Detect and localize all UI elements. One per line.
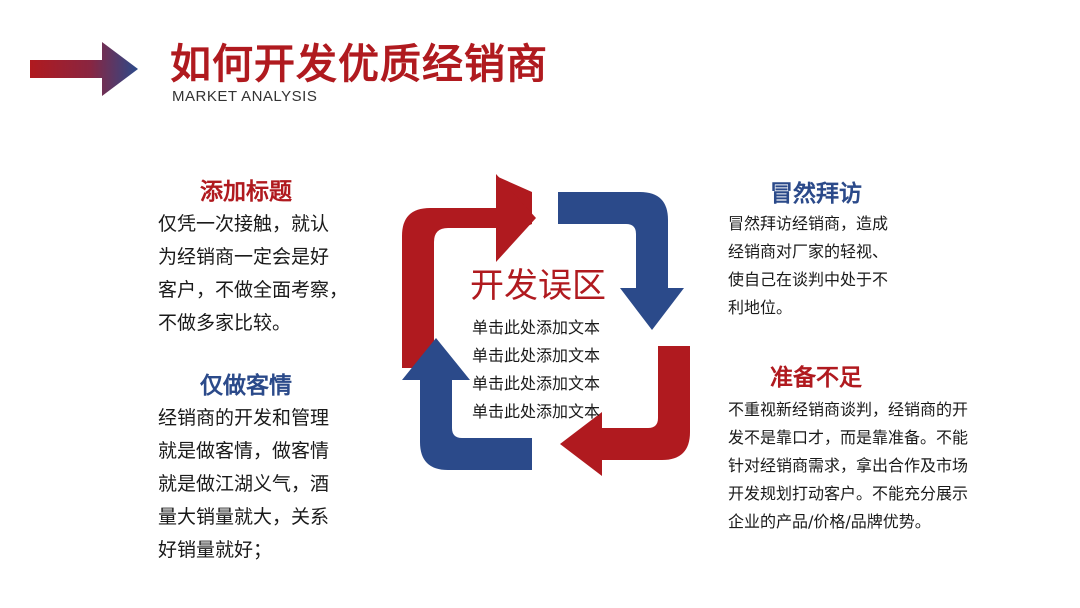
center-text: 单击此处添加文本 单击此处添加文本 单击此处添加文本 单击此处添加文本 bbox=[472, 314, 642, 426]
cycle-arrowhead-top bbox=[496, 174, 536, 262]
block-line: 经销商的开发和管理 bbox=[158, 407, 330, 429]
block-body-bottom-left: 经销商的开发和管理 就是做客情，做客情 就是做江湖义气，酒 量大销量就大，关系 … bbox=[158, 402, 329, 567]
block-line: 就是做江湖义气，酒 bbox=[158, 473, 330, 495]
block-line: 量大销量就大，关系 bbox=[158, 506, 330, 528]
page-subtitle: MARKET ANALYSIS bbox=[172, 88, 318, 105]
header-arrow-icon bbox=[30, 42, 138, 96]
page-title: 如何开发优质经销商 bbox=[170, 40, 548, 88]
block-line: 不做多家比较。 bbox=[158, 312, 292, 334]
block-title-bottom-right: 准备不足 bbox=[770, 365, 862, 391]
block-body-top-right: 冒然拜访经销商，造成 经销商对厂家的轻视、 使自己在谈判中处于不 利地位。 bbox=[728, 210, 888, 322]
block-line: 冒然拜访经销商，造成 bbox=[728, 214, 889, 233]
center-line: 单击此处添加文本 bbox=[472, 402, 601, 421]
block-line: 好销量就好； bbox=[158, 539, 273, 561]
block-title-bottom-left: 仅做客情 bbox=[200, 373, 292, 399]
center-line: 单击此处添加文本 bbox=[472, 374, 601, 393]
block-line: 开发规划打动客户。不能充分展示 bbox=[728, 484, 969, 503]
block-line: 不重视新经销商谈判，经销商的开 bbox=[728, 400, 969, 419]
cycle-arrow-top-right bbox=[558, 192, 684, 330]
block-body-top-left: 仅凭一次接触，就认 为经销商一定会是好 客户，不做全面考察， 不做多家比较。 bbox=[158, 208, 348, 340]
block-line: 仅凭一次接触，就认 bbox=[158, 213, 330, 235]
block-line: 客户，不做全面考察， bbox=[158, 279, 349, 301]
block-line: 就是做客情，做客情 bbox=[158, 440, 330, 462]
block-body-bottom-right: 不重视新经销商谈判，经销商的开 发不是靠口才，而是靠准备。不能 针对经销商需求，… bbox=[728, 396, 968, 536]
block-title-top-left: 添加标题 bbox=[200, 179, 292, 205]
cycle-arrow-bottom-left bbox=[402, 338, 532, 470]
block-line: 经销商对厂家的轻视、 bbox=[728, 242, 889, 261]
cycle-diagram bbox=[402, 174, 690, 476]
center-title: 开发误区 bbox=[470, 266, 606, 306]
block-line: 为经销商一定会是好 bbox=[158, 246, 330, 268]
block-line: 利地位。 bbox=[728, 298, 793, 317]
block-line: 针对经销商需求，拿出合作及市场 bbox=[728, 456, 969, 475]
block-title-top-right: 冒然拜访 bbox=[770, 181, 862, 207]
center-line: 单击此处添加文本 bbox=[472, 346, 601, 365]
center-line: 单击此处添加文本 bbox=[472, 318, 601, 337]
block-line: 发不是靠口才，而是靠准备。不能 bbox=[728, 428, 969, 447]
block-line: 使自己在谈判中处于不 bbox=[728, 270, 889, 289]
block-line: 企业的产品/价格/品牌优势。 bbox=[728, 512, 931, 531]
cycle-arrow-bottom-right bbox=[560, 346, 690, 476]
